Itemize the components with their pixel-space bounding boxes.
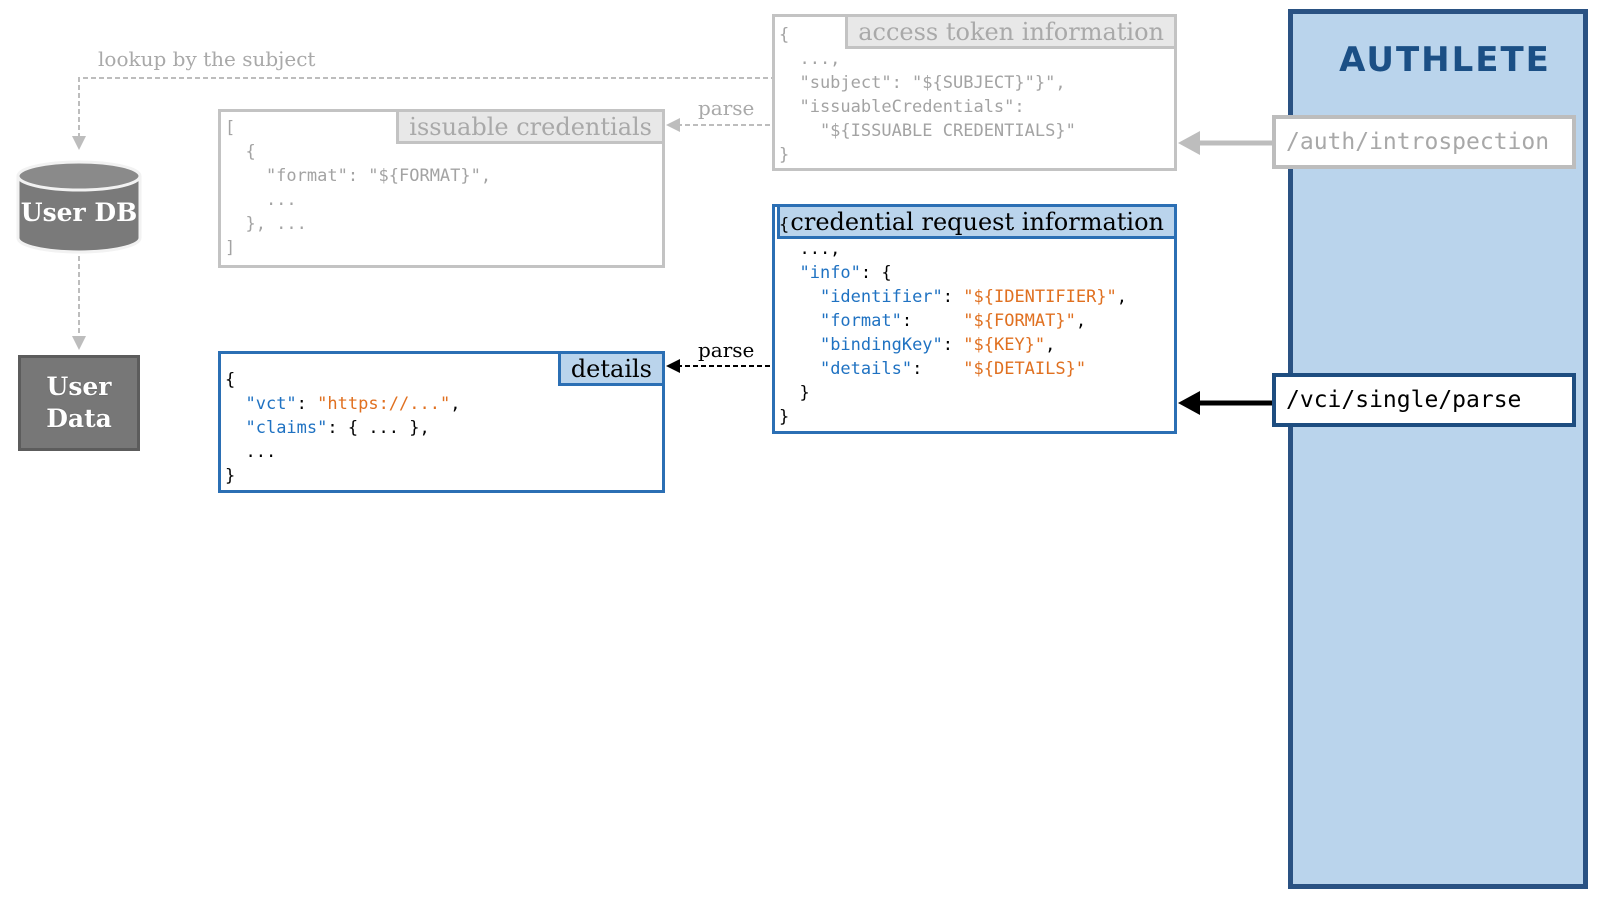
- json-key: "identifier": [819, 287, 943, 307]
- issuable-credentials-title: issuable credentials: [396, 112, 662, 144]
- json-end: ,: [450, 394, 461, 414]
- code-line: "info": {: [779, 261, 892, 285]
- credential-request-title: credential request information: [777, 207, 1174, 239]
- code-line: }, ...: [225, 214, 307, 234]
- code-line: "vct": "https://...",: [225, 392, 460, 416]
- code-line: "format": "${FORMAT}",: [779, 309, 1086, 333]
- access-token-box: access token information { ..., "subject…: [772, 14, 1177, 171]
- code-line: [: [225, 118, 236, 138]
- user-data-box: User Data: [18, 355, 140, 451]
- code-line: "bindingKey": "${KEY}",: [779, 333, 1055, 357]
- details-box: details { "vct": "https://...", "claims"…: [218, 351, 665, 493]
- user-db-cylinder: [16, 160, 142, 254]
- json-value: "https://...": [317, 394, 451, 414]
- json-sep: :: [901, 311, 964, 331]
- code-line: {: [779, 25, 790, 45]
- issuable-credentials-box: issuable credentials [ { "format": "${FO…: [218, 109, 665, 268]
- json-end: ,: [1116, 287, 1128, 307]
- parse-issuable-label: parse: [698, 96, 755, 120]
- introspection-arrowhead: [1178, 131, 1200, 155]
- code-line: ]: [225, 238, 236, 258]
- json-key: "claims": [245, 418, 328, 438]
- json-end: ,: [1045, 335, 1056, 355]
- code-line: "${ISSUABLE CREDENTIALS}": [779, 121, 1076, 141]
- authlete-logo: AUTHLETE: [1339, 40, 1551, 80]
- credential-request-box: credential request information { ..., "i…: [772, 204, 1177, 434]
- code-line: ...: [225, 190, 297, 210]
- json-value: "${KEY}": [963, 335, 1046, 355]
- code-line: ...,: [779, 239, 841, 259]
- json-key: "bindingKey": [819, 335, 943, 355]
- code-line: "identifier": "${IDENTIFIER}",: [779, 285, 1127, 309]
- parse-details-label: parse: [698, 338, 755, 362]
- code-line: "format": "${FORMAT}",: [225, 166, 492, 186]
- code-line: ...: [225, 442, 277, 462]
- json-sep: :: [912, 359, 964, 379]
- code-line: "claims": { ... },: [225, 416, 430, 440]
- json-rest: : { ... },: [327, 418, 430, 438]
- user-data-line1: User: [46, 372, 112, 401]
- code-line: ...,: [779, 49, 841, 69]
- json-value: "${IDENTIFIER}": [963, 287, 1117, 307]
- user-db-label: User DB: [20, 198, 138, 227]
- info-open: : {: [860, 263, 892, 283]
- code-line: {: [225, 370, 236, 390]
- code-line: "issuableCredentials":: [779, 97, 1025, 117]
- json-sep: :: [296, 394, 318, 414]
- details-title: details: [557, 354, 662, 386]
- code-line: {: [225, 142, 256, 162]
- json-end: ,: [1075, 311, 1087, 331]
- code-line: }: [225, 466, 236, 486]
- access-token-title: access token information: [845, 17, 1174, 49]
- parse-endpoint-arrowhead: [1178, 391, 1200, 415]
- vci-single-parse-endpoint: /vci/single/parse: [1272, 373, 1576, 427]
- code-line: "subject": "${SUBJECT}"}",: [779, 73, 1066, 93]
- info-key: "info": [799, 263, 861, 283]
- code-line: {: [779, 215, 790, 235]
- code-line: }: [779, 145, 790, 165]
- user-data-line2: Data: [46, 404, 112, 433]
- json-value: "${FORMAT}": [963, 311, 1076, 331]
- json-key: "format": [819, 311, 902, 331]
- json-key: "vct": [245, 394, 297, 414]
- json-key: "details": [819, 359, 913, 379]
- lookup-arrow: [78, 77, 800, 140]
- lookup-label: lookup by the subject: [98, 47, 316, 71]
- json-sep: :: [942, 335, 964, 355]
- introspection-endpoint: /auth/introspection: [1272, 115, 1576, 169]
- code-line: }: [779, 383, 810, 403]
- json-sep: :: [942, 287, 964, 307]
- json-value: "${DETAILS}": [963, 359, 1087, 379]
- code-line: "details": "${DETAILS}": [779, 357, 1086, 381]
- code-line: }: [779, 407, 790, 427]
